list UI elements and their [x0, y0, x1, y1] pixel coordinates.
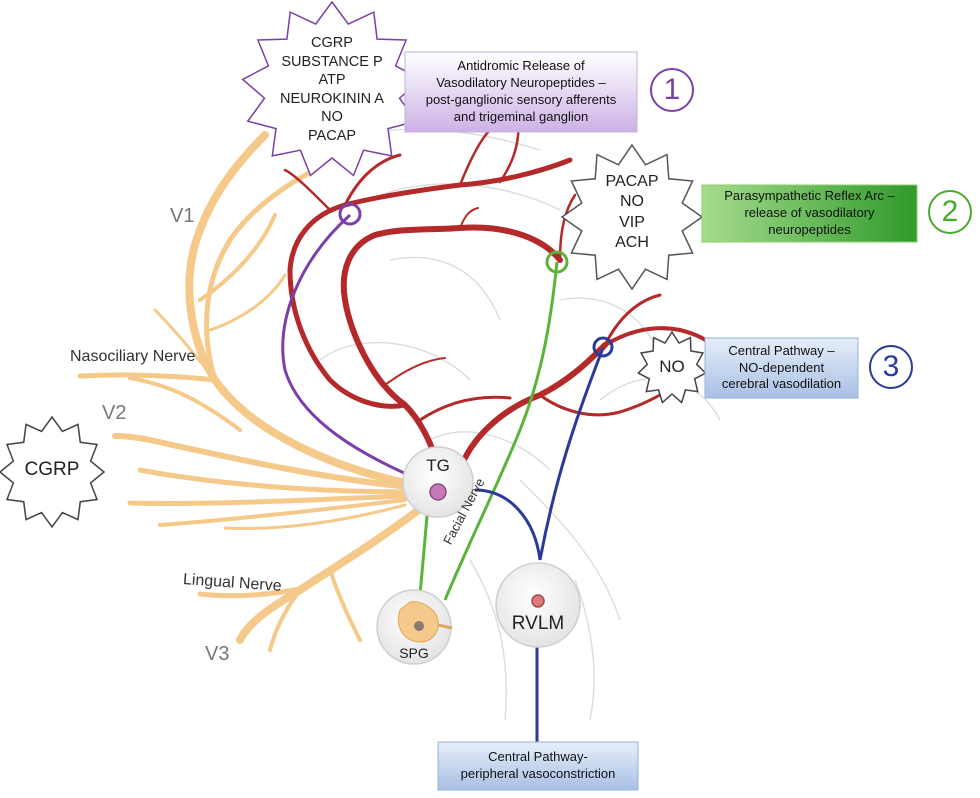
spg-node [376, 589, 453, 665]
purple-sensory-pathway [281, 213, 426, 484]
rvlm-node [495, 562, 581, 648]
tg-node [402, 446, 474, 518]
parasympathetic-neuropeptide-line-2: VIP [619, 213, 645, 231]
pathway-2-number: 2 [928, 190, 972, 234]
bottom-box-line-0: Central Pathway- [488, 749, 588, 765]
nasociliary-nerve-label: Nasociliary Nerve [70, 348, 196, 365]
sensory-neuropeptides-star [241, 0, 423, 177]
bottom-box-line-1: peripheral vasoconstriction [460, 766, 616, 781]
tg-label: TG [426, 456, 450, 475]
pathway-2-line-2: neuropeptides [768, 221, 851, 237]
pathway-box-2-bg [701, 184, 918, 243]
sensory-neuropeptide-line-5: PACAP [307, 127, 357, 144]
pathway-1-line-3: and trigeminal ganglion [453, 108, 589, 124]
sensory-neuropeptide-line-1: SUBSTANCE P [281, 53, 383, 70]
purple-junction-circle [338, 202, 362, 226]
spg-label: SPG [399, 645, 429, 661]
parasympathetic-neuropeptide-line-0: PACAP [605, 173, 659, 190]
cerebral-arteries [283, 118, 717, 473]
pathway-2-text: Parasympathetic Reflex Arc –release of v… [724, 188, 895, 239]
green-facial-nerve-pathway [443, 261, 559, 601]
sensory-neuropeptide-line-2: ATP [318, 72, 346, 89]
pathway-3-line-1: NO-dependent [738, 359, 825, 375]
v2-label: V2 [102, 402, 127, 424]
green-junction-circle [545, 250, 569, 274]
bottom-box-text: Central Pathway-peripheral vasoconstrict… [461, 749, 616, 783]
v3-label: V3 [205, 643, 230, 665]
parasympathetic-neuropeptides-list: PACAP NO VIP ACH [592, 172, 672, 254]
pathway-box-1-bg [404, 51, 638, 133]
pathway-box-3-bg [704, 337, 859, 399]
no-star-label: NO [659, 357, 685, 376]
no-star [637, 330, 707, 404]
blue-junction-circle [592, 336, 614, 358]
pathway-1-line-0: Antidromic Release of [457, 58, 585, 74]
pathway-1-line-2: post-ganglionic sensory afferents [425, 92, 617, 107]
parasympathetic-neuropeptides-star [560, 143, 704, 291]
parasympathetic-neuropeptide-line-3: ACH [615, 234, 649, 252]
cgrp-star-label: CGRP [24, 459, 80, 480]
blue-rvlm-no-pathway [538, 347, 605, 561]
trigeminal-nerve-branches [77, 131, 434, 652]
pathway-3-line-2: cerebral vasodilation [721, 376, 842, 392]
green-parasympathetic-pathway [418, 504, 430, 596]
pathway-2-description: Parasympathetic Reflex Arc –release of v… [702, 185, 917, 242]
pathway-1-number: 1 [650, 68, 694, 112]
cgrp-star [0, 415, 106, 529]
sensory-neuropeptide-line-0: CGRP [311, 35, 353, 51]
bottom-box-bg [437, 741, 639, 791]
sensory-neuropeptide-line-4: NO [321, 109, 343, 126]
rvlm-label: RVLM [511, 613, 565, 634]
sensory-neuropeptide-line-3: NEUROKININ A [280, 90, 384, 107]
pathway-2-line-1: release of vasodilatory [744, 205, 875, 221]
pathway-3-number: 3 [869, 345, 913, 389]
v1-label: V1 [170, 205, 195, 227]
blue-tg-rvlm-pathway [474, 488, 542, 561]
parasympathetic-neuropeptide-line-1: NO [620, 193, 644, 211]
pathway-1-line-1: Vasodilatory Neuropeptides – [436, 75, 606, 91]
pathway-3-line-0: Central Pathway – [728, 342, 835, 358]
pathway-2-line-0: Parasympathetic Reflex Arc – [724, 188, 895, 204]
central-vasoconstriction-description: Central Pathway-peripheral vasoconstrict… [438, 742, 638, 790]
